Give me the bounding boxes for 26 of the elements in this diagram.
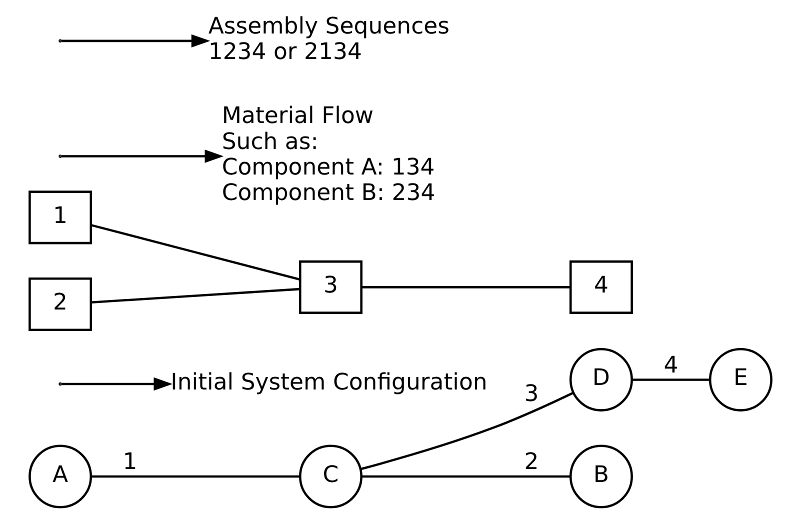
connector xyxy=(91,224,300,281)
arrow xyxy=(62,377,173,391)
node-box: 1 xyxy=(28,190,92,244)
connector xyxy=(362,475,570,478)
node-box: 4 xyxy=(569,260,633,314)
node-circle: B xyxy=(569,444,633,508)
edge-label: 4 xyxy=(664,352,678,378)
node-circle: D xyxy=(569,348,633,412)
arrow xyxy=(62,150,224,163)
node-circle: C xyxy=(299,444,362,508)
node-text: Initial System Configuration xyxy=(170,369,488,396)
node-box: 3 xyxy=(299,260,362,314)
edge-label: 1 xyxy=(122,449,138,476)
edge-label: 3 xyxy=(524,380,539,407)
node-text: Assembly Sequences 1234 or 2134 xyxy=(208,14,450,66)
edge-label: 2 xyxy=(524,449,539,476)
connector xyxy=(362,286,570,288)
connector xyxy=(91,475,300,478)
arrow xyxy=(62,34,210,48)
connector xyxy=(632,378,710,381)
connector xyxy=(91,288,300,304)
node-circle: A xyxy=(28,444,92,508)
node-circle: E xyxy=(708,348,772,412)
node-box: 2 xyxy=(28,278,92,332)
node-text: Material Flow Such as: Component A: 134 Component B: 234 xyxy=(222,103,436,206)
connector xyxy=(360,392,574,470)
